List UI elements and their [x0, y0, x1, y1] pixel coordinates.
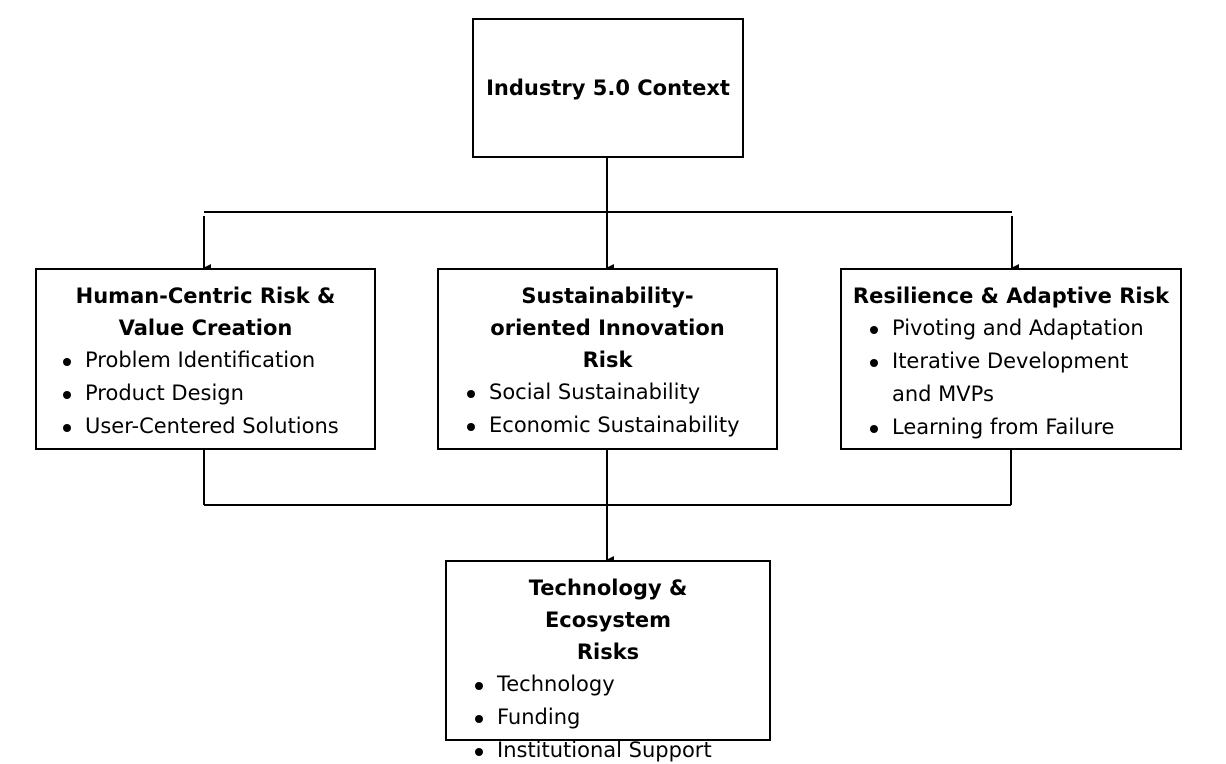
box-title: Resilience & Adaptive Risk: [852, 284, 1170, 308]
industry-context-box: Industry 5.0 Context: [472, 18, 744, 158]
human-centric-box: Human-Centric Risk & Value Creation Prob…: [35, 268, 376, 450]
list-item: Problem Identification: [59, 344, 374, 377]
sustainability-box: Sustainability-oriented Innovation Risk …: [437, 268, 778, 450]
resilience-box: Resilience & Adaptive Risk Pivoting and …: [840, 268, 1182, 450]
box-title: Technology & Ecosystem Risks: [528, 576, 688, 664]
list-item: Product Design: [59, 377, 374, 410]
list-item: Learning from Failure: [866, 411, 1160, 444]
list-item: Funding: [471, 701, 769, 734]
box-title: Industry 5.0 Context: [486, 76, 730, 100]
box-title: Sustainability-oriented Innovation Risk: [490, 284, 725, 372]
list-item: Economic Sustainability: [463, 409, 776, 442]
list-item: User-Centered Solutions: [59, 410, 374, 443]
list-item: Iterative Development and MVPs: [866, 345, 1160, 411]
list-item: Pivoting and Adaptation: [866, 312, 1160, 345]
box-title: Human-Centric Risk & Value Creation: [75, 284, 336, 340]
list-item: Institutional Support: [471, 734, 769, 764]
list-item: Social Sustainability: [463, 376, 776, 409]
technology-ecosystem-box: Technology & Ecosystem Risks Technology …: [445, 560, 771, 762]
list-item: Technology: [471, 668, 769, 701]
